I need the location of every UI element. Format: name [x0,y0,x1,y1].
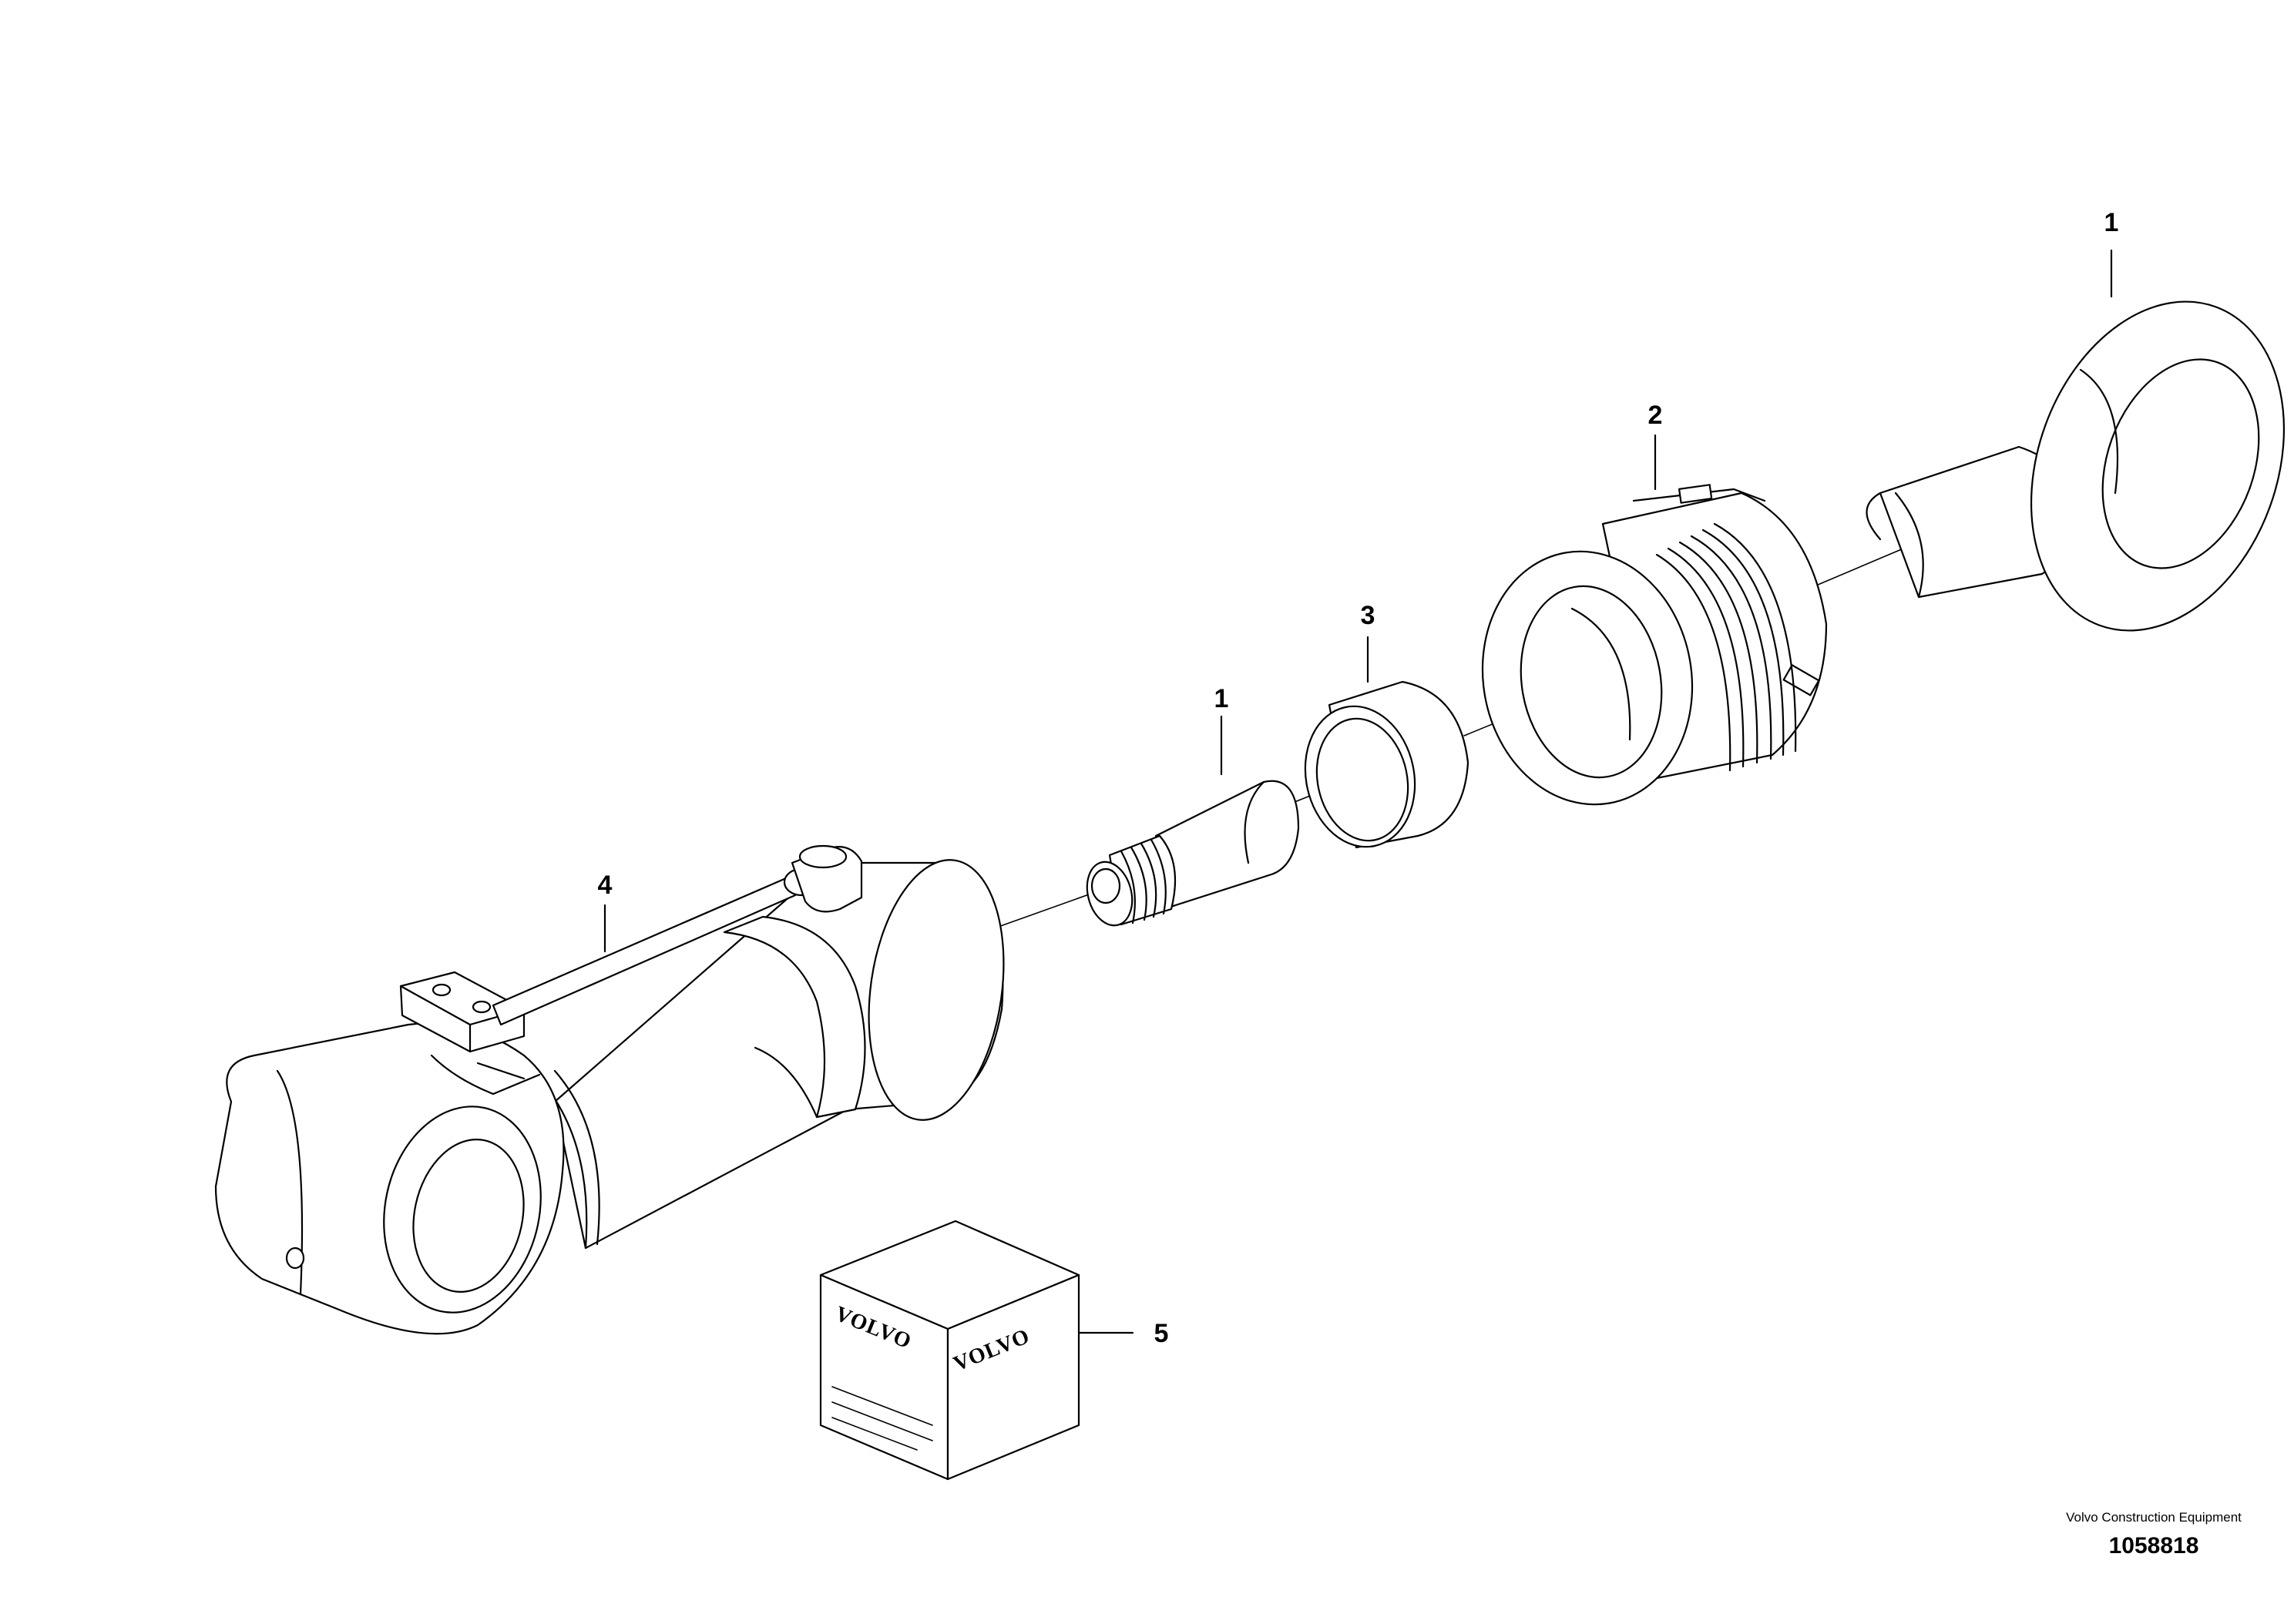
footer: Volvo Construction Equipment 1058818 [2050,1510,2258,1559]
piston-rod-end [1080,781,1298,931]
footer-doc-number: 1058818 [2050,1533,2258,1559]
axis-line-1 [994,890,1102,928]
callout-cylinder-head: 2 [1648,401,1663,430]
callout-bushing: 3 [1361,601,1375,630]
callout-cylinder-tube: 4 [598,871,613,900]
callout-seal-kit: 5 [1154,1319,1169,1348]
footer-company: Volvo Construction Equipment [2050,1510,2258,1525]
callout-rod-end: 1 [1214,684,1229,713]
axis-line-4 [1807,549,1903,589]
cylinder-head [1463,485,1826,821]
callout-rod-eye: 1 [2104,208,2119,237]
seal-kit-box: VOLVO VOLVO [821,1221,1079,1479]
bushing [1292,682,1468,857]
rod-eye [1867,266,2294,666]
